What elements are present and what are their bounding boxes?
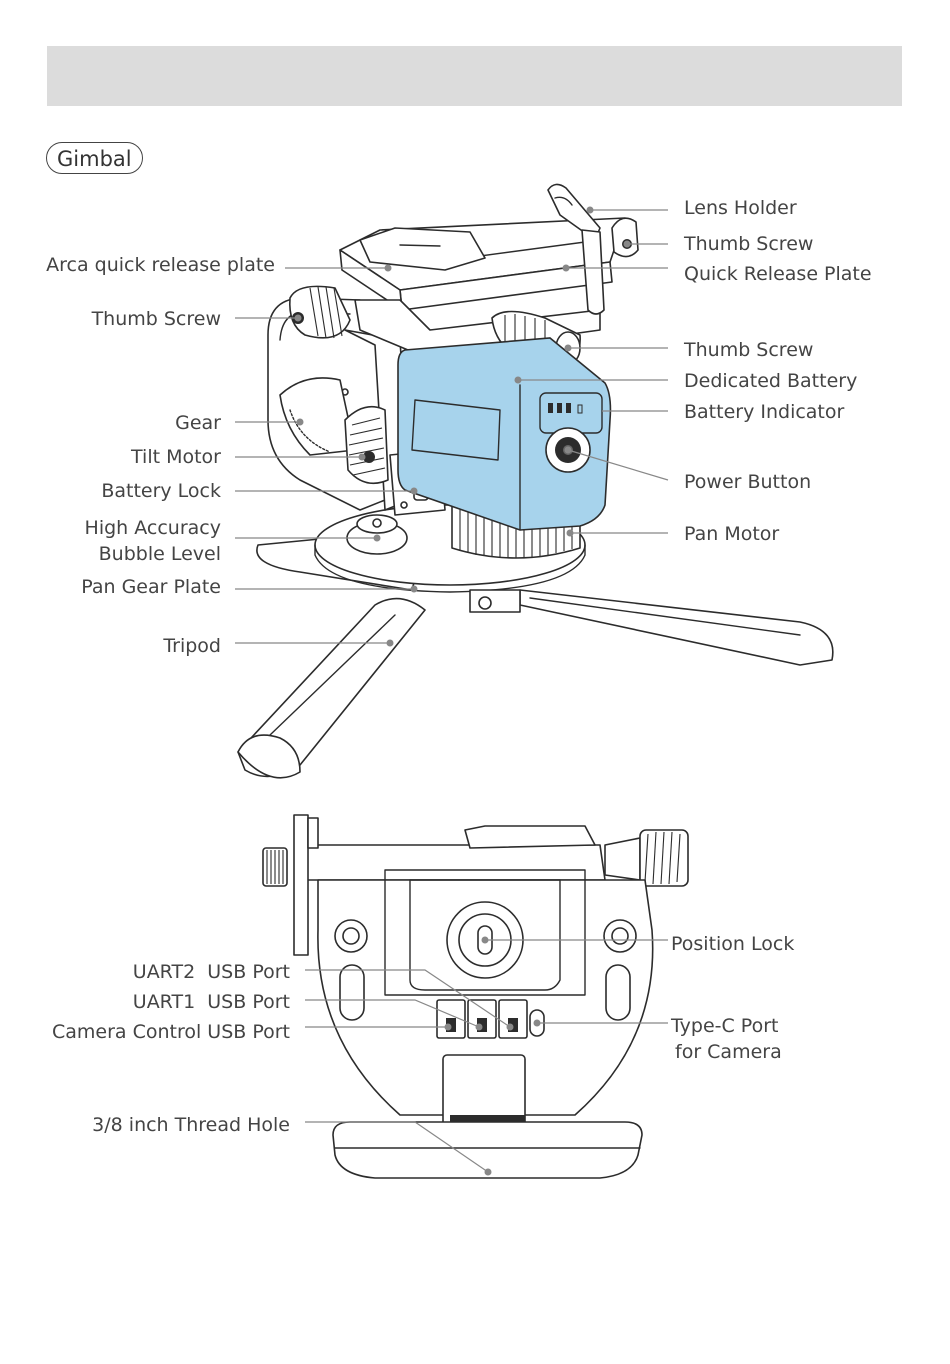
label-quick-release-plate: Quick Release Plate [684, 263, 872, 285]
label-uart2-usb-port: UART2 USB Port [133, 961, 290, 983]
label-dedicated-battery: Dedicated Battery [684, 370, 857, 392]
label-typec-port-line2: for Camera [675, 1041, 782, 1063]
section-title: Gimbal [46, 142, 143, 174]
label-thumb-screw-top: Thumb Screw [683, 233, 813, 255]
label-typec-port-line1: Type-C Port [670, 1015, 778, 1037]
bottom-labels: Position Lock UART2 USB Port UART1 USB P… [52, 933, 794, 1136]
label-pan-gear-plate: Pan Gear Plate [81, 576, 221, 598]
label-thumb-screw-left: Thumb Screw [91, 308, 221, 330]
label-thumb-screw-right: Thumb Screw [683, 339, 813, 361]
top-leaders [235, 206, 669, 647]
label-camera-control-usb-port: Camera Control USB Port [52, 1021, 290, 1043]
thumb-screw-left-illustration [288, 285, 351, 339]
bottom-left-knob-illustration [262, 847, 288, 887]
bottom-leaders [305, 936, 668, 1176]
lens-holder-illustration [547, 183, 605, 315]
label-thread-hole: 3/8 inch Thread Hole [92, 1114, 290, 1136]
label-uart1-usb-port: UART1 USB Port [133, 991, 290, 1013]
label-tripod: Tripod [162, 635, 221, 657]
header-bar [47, 46, 902, 106]
label-arca-plate: Arca quick release plate [46, 254, 275, 276]
thumb-screw-top-illustration [611, 217, 639, 258]
label-lens-holder: Lens Holder [684, 197, 797, 219]
label-bubble-level-line1: High Accuracy [85, 517, 221, 539]
usb-ports-illustration [436, 999, 545, 1039]
gimbal-bottom-illustration [262, 814, 689, 1179]
label-position-lock: Position Lock [671, 933, 794, 955]
label-power-button: Power Button [684, 471, 811, 493]
label-bubble-level-line2: Bubble Level [99, 543, 221, 565]
label-tilt-motor: Tilt Motor [130, 446, 221, 468]
label-battery-indicator: Battery Indicator [684, 401, 845, 423]
label-battery-lock: Battery Lock [101, 480, 221, 502]
top-labels: Lens Holder Thumb Screw Quick Release Pl… [46, 197, 871, 657]
tilt-motor-illustration [344, 405, 389, 485]
label-pan-motor: Pan Motor [684, 523, 779, 545]
label-gear: Gear [175, 412, 221, 434]
arca-plate-illustration [359, 227, 486, 271]
bottom-right-knob-illustration [604, 829, 689, 887]
